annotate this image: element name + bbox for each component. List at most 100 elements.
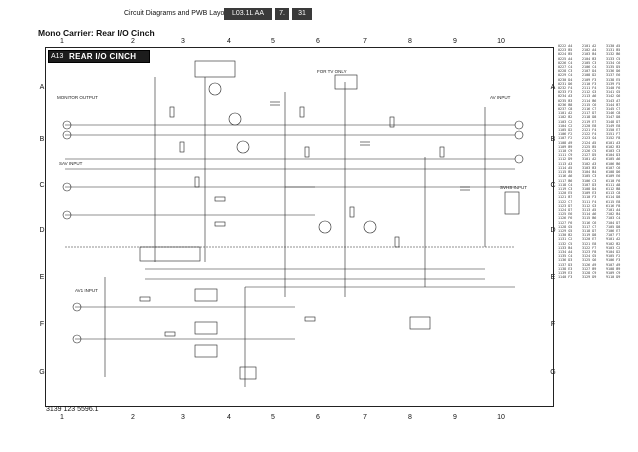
reference-entry: 3108 D4 [582, 186, 597, 191]
reference-entry: 6113 C8 [606, 191, 621, 196]
page-header: Circuit Diagrams and PWB Layouts L03.1L … [0, 0, 638, 24]
row-label: D [39, 227, 45, 234]
reference-entry: 9107 A9 [606, 262, 621, 267]
cinch-jack [514, 130, 524, 140]
row-label: G [550, 369, 556, 376]
reference-entry: 3124 G5 [582, 254, 597, 259]
reference-entry: 3111 F4 [582, 199, 597, 204]
col-label: 4 [227, 38, 231, 45]
header-title: Circuit Diagrams and PWB Layouts [124, 10, 234, 17]
reference-entry: 1119 C3 [558, 186, 573, 191]
reference-entry: 1118 C4 [558, 182, 573, 187]
header-page: 31 [292, 8, 312, 20]
reference-entry: 1136 D3 [558, 258, 573, 263]
reference-entry: 2117 D7 [582, 111, 597, 116]
reference-entry: 1130 B2 [558, 233, 573, 238]
reference-entry: 3135 D5 [606, 65, 621, 70]
header-section: 7. [275, 8, 289, 20]
reference-entry: 1127 F6 [558, 220, 573, 225]
reference-entry: 3139 F5 [606, 81, 621, 86]
ic-block [194, 321, 218, 335]
resistor [439, 146, 445, 158]
reference-entry: 1116 A6 [558, 174, 573, 179]
reference-entry: 1129 G5 [558, 228, 573, 233]
reference-entry: 3104 B4 [582, 170, 597, 175]
reference-entry: 1102 B2 [558, 115, 573, 120]
reference-entry: 1106 F2 [558, 132, 573, 137]
ic-block [194, 288, 218, 302]
reference-entry: 1122 C7 [558, 199, 573, 204]
reference-entry: 1131 C2 [558, 237, 573, 242]
col-label: 6 [316, 414, 320, 421]
resistor [139, 296, 151, 302]
reference-entry: 2102 A4 [582, 48, 597, 53]
col-label: 8 [408, 38, 412, 45]
col-label: 1 [60, 38, 64, 45]
reference-entry: 2107 D4 [582, 69, 597, 74]
resistor [304, 146, 310, 158]
col-label: 5 [271, 38, 275, 45]
reference-entry: 1138 E3 [558, 266, 573, 271]
reference-entry: 0230 D4 [558, 77, 573, 82]
reference-entry: 1117 B6 [558, 178, 573, 183]
reference-entry: 1104 C2 [558, 123, 573, 128]
reference-entry: 2108 D2 [582, 73, 597, 78]
reference-entry: 2126 C5 [582, 149, 597, 154]
row-label: E [39, 274, 45, 281]
reference-entry: 9110 D9 [606, 275, 621, 280]
resistor [214, 196, 226, 202]
svhs-connector [504, 191, 520, 215]
reference-entry: 3117 C7 [582, 224, 597, 229]
monitor-output-label: MONITOR OUTPUT [57, 95, 98, 100]
resistor [169, 106, 175, 118]
col-label: 9 [453, 414, 457, 421]
col-label: 3 [181, 38, 185, 45]
reference-entry: 3138 E5 [606, 77, 621, 82]
reference-entry: 3134 C6 [606, 60, 621, 65]
cinch-jack [72, 334, 82, 344]
reference-entry: 3125 G6 [582, 258, 597, 263]
reference-entry: 3142 G6 [606, 94, 621, 99]
reference-entry: 7105 D8 [606, 224, 621, 229]
reference-entry: 3140 F6 [606, 86, 621, 91]
col-label: 7 [363, 414, 367, 421]
resistor [164, 331, 176, 337]
reference-entry: 9108 B9 [606, 266, 621, 271]
cinch-jack [514, 154, 524, 164]
resistor [304, 316, 316, 322]
reference-entry: 3114 A6 [582, 212, 597, 217]
col-label: 7 [363, 38, 367, 45]
reference-entry: 1101 A2 [558, 111, 573, 116]
reference-entry: 3148 D7 [606, 119, 621, 124]
ic-block [194, 344, 218, 358]
reference-entry: 0222 A4 [558, 44, 573, 48]
reference-entry: 0231 D6 [558, 81, 573, 86]
reference-entry: 1112 D9 [558, 157, 573, 162]
col-label: 10 [497, 38, 505, 45]
col-label: 2 [131, 414, 135, 421]
reference-entry: 6107 C6 [606, 165, 621, 170]
reference-entry: 3107 D3 [582, 182, 597, 187]
reference-entry: 3122 F7 [582, 245, 597, 250]
resistor [349, 206, 355, 218]
reference-entry: 0226 C4 [558, 60, 573, 65]
reference-entry: 2119 E7 [582, 119, 597, 124]
reference-entry: 2122 F4 [582, 132, 597, 137]
reference-entry: 6114 D8 [606, 195, 621, 200]
transistor [363, 220, 377, 234]
reference-entry: 0235 B3 [558, 98, 573, 103]
resistor [194, 176, 200, 188]
reference-entry: 2125 B5 [582, 144, 597, 149]
connector-block [334, 74, 358, 90]
cinch-jack [72, 302, 82, 312]
reference-entry: 0234 A3 [558, 94, 573, 99]
reference-entry: 2121 F4 [582, 128, 597, 133]
reference-entry: 6112 B8 [606, 186, 621, 191]
reference-entry: 0236 B8 [558, 102, 573, 107]
reference-entry: 3118 D7 [582, 228, 597, 233]
reference-entry: 2112 G3 [582, 90, 597, 95]
reference-entry: 1120 E5 [558, 191, 573, 196]
reference-entry: 7103 C4 [606, 216, 621, 221]
